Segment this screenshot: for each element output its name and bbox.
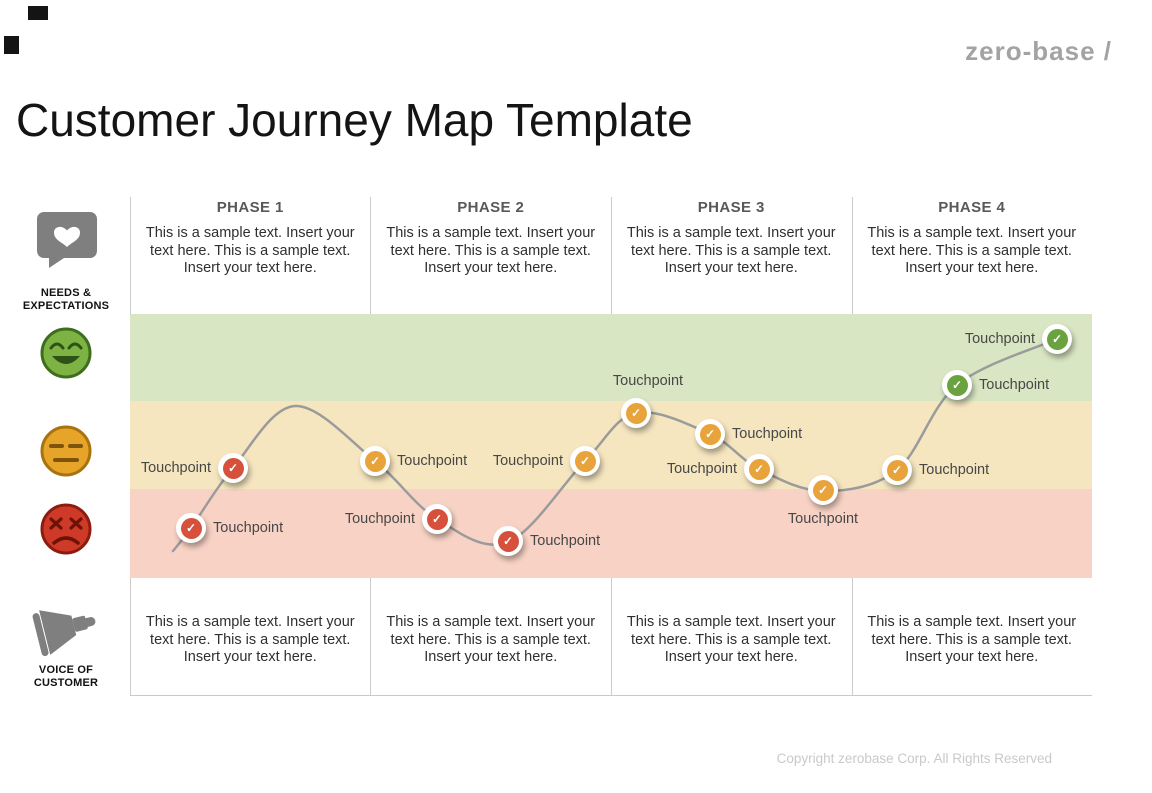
sentiment-band-negative [130, 489, 1092, 578]
heart-speech-bubble-icon [35, 210, 99, 273]
screen-artifact-left [4, 36, 19, 54]
sentiment-band-neutral [130, 401, 1092, 489]
phase-title: PHASE 2 [457, 199, 525, 216]
needs-expectations-label: NEEDS & EXPECTATIONS [22, 287, 110, 313]
megaphone-icon [32, 594, 102, 665]
angry-face-icon [39, 502, 93, 561]
phase-bottom-text: This is a sample text. Insert your text … [145, 614, 355, 666]
phase-bottom-text: This is a sample text. Insert your text … [626, 614, 836, 666]
screen-artifact-top [28, 6, 48, 20]
phase-title: PHASE 3 [697, 199, 765, 216]
voice-of-customer-label: VOICE OF CUSTOMER [33, 664, 99, 690]
phase-title: PHASE 4 [938, 199, 1006, 216]
phase-top-text: This is a sample text. Insert your text … [867, 225, 1077, 277]
page-title: Customer Journey Map Template [16, 94, 693, 146]
phase-bottom-text: This is a sample text. Insert your text … [867, 614, 1077, 666]
bottom-divider [130, 695, 1092, 696]
copyright-text: Copyright zerobase Corp. All Rights Rese… [776, 751, 1052, 766]
phase-bottom-3: This is a sample text. Insert your text … [611, 614, 852, 667]
phase-column-4: PHASE 4 This is a sample text. Insert yo… [852, 199, 1093, 278]
phase-bottom-1: This is a sample text. Insert your text … [130, 614, 371, 667]
phase-bottom-4: This is a sample text. Insert your text … [852, 614, 1093, 667]
phase-bottom-2: This is a sample text. Insert your text … [371, 614, 612, 667]
phase-top-text: This is a sample text. Insert your text … [386, 225, 596, 277]
phase-header-row: PHASE 1 This is a sample text. Insert yo… [130, 199, 1092, 278]
phase-footer-row: This is a sample text. Insert your text … [130, 614, 1092, 667]
sentiment-band-positive [130, 314, 1092, 401]
happy-face-icon [39, 326, 93, 385]
phase-column-2: PHASE 2 This is a sample text. Insert yo… [371, 199, 612, 278]
neutral-face-icon [39, 424, 93, 483]
phase-top-text: This is a sample text. Insert your text … [145, 225, 355, 277]
phase-column-3: PHASE 3 This is a sample text. Insert yo… [611, 199, 852, 278]
brand-logo: zero-base / [965, 36, 1112, 66]
phase-top-text: This is a sample text. Insert your text … [626, 225, 836, 277]
phase-column-1: PHASE 1 This is a sample text. Insert yo… [130, 199, 371, 278]
phase-bottom-text: This is a sample text. Insert your text … [386, 614, 596, 666]
phase-title: PHASE 1 [216, 199, 284, 216]
